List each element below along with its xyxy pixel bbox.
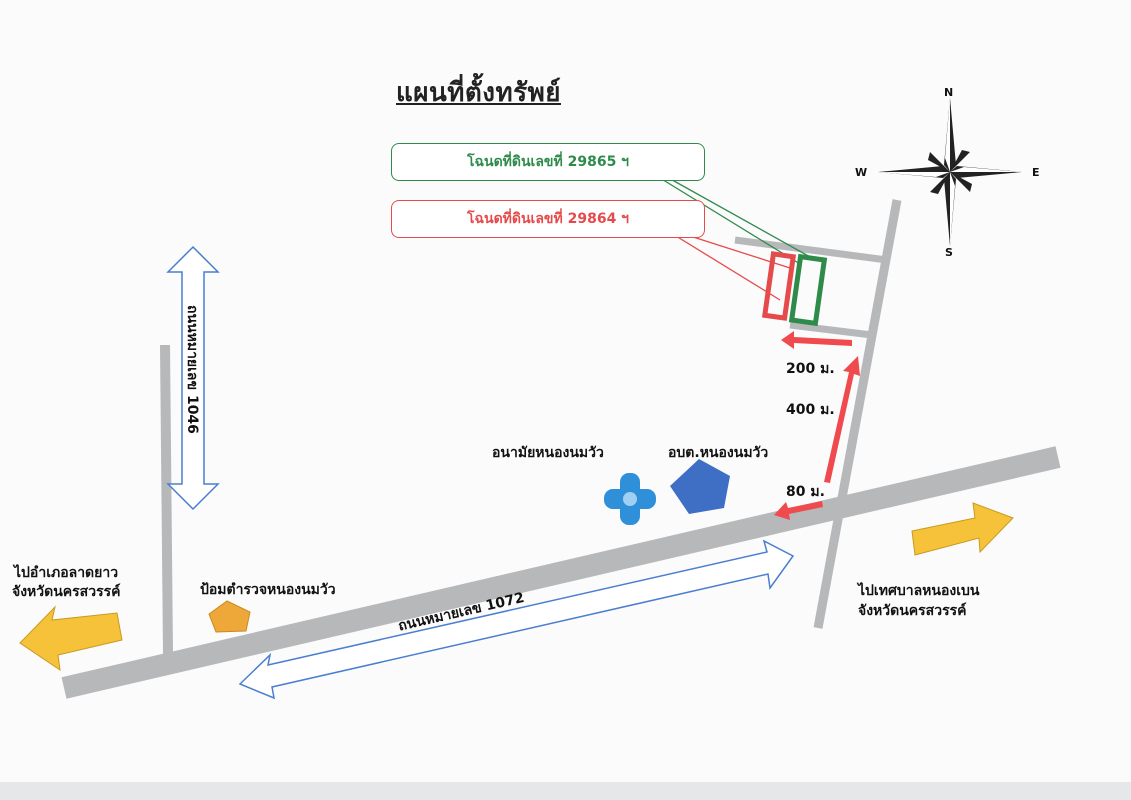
plot-29865 xyxy=(788,253,828,327)
left-destination-line2: จังหวัดนครสวรรค์ xyxy=(12,584,121,600)
tao-office-label: อบต.หนองนมวัว xyxy=(668,445,769,461)
soi-upper-branch xyxy=(734,236,888,264)
compass-north-label: N xyxy=(944,86,954,99)
police-box-label: ป้อมตำรวจหนองนมวัว xyxy=(200,582,336,598)
page-title: แผนที่ตั้งทรัพย์ xyxy=(396,78,561,108)
road-1046-arrow xyxy=(166,245,220,511)
right-destination-line2: จังหวัดนครสวรรค์ xyxy=(858,603,967,619)
compass-west-label: W xyxy=(855,166,868,179)
left-destination-line1: ไปอำเภอลาดยาว xyxy=(14,565,119,581)
plot-29864 xyxy=(761,251,797,321)
deed-29864-callout: โฉนดที่ดินเลขที่ 29864 ฯ xyxy=(391,200,705,238)
health-station-icon xyxy=(604,473,656,525)
road-1072 xyxy=(61,446,1061,699)
right-direction-arrow xyxy=(911,502,1014,556)
compass-south-label: S xyxy=(945,246,953,259)
scan-edge xyxy=(0,782,1131,800)
route-arrow-80m xyxy=(774,501,823,520)
health-station-label: อนามัยหนองนมวัว xyxy=(492,445,604,461)
tao-office-icon xyxy=(670,459,730,514)
road-1046 xyxy=(160,344,173,656)
distance-200m-label: 200 ม. xyxy=(786,361,835,377)
police-box-icon xyxy=(208,600,251,633)
distance-80m-label: 80 ม. xyxy=(786,484,825,500)
distance-400m-label: 400 ม. xyxy=(786,402,835,418)
compass-east-label: E xyxy=(1032,166,1040,179)
compass-rose xyxy=(878,98,1022,246)
road-1072-arrow xyxy=(238,539,795,700)
deed-29865-callout: โฉนดที่ดินเลขที่ 29865 ฯ xyxy=(391,143,705,181)
road-1046-label: ถนนหมายเลข 1046 xyxy=(184,305,200,434)
route-arrow-200m xyxy=(781,331,852,349)
right-destination-line1: ไปเทศบาลหนองเบน xyxy=(858,583,980,599)
deed-29865-leader-2 xyxy=(659,177,801,265)
route-arrow-400m xyxy=(824,356,860,483)
soi-lower-branch xyxy=(789,321,873,339)
left-direction-arrow xyxy=(19,605,123,672)
soi-road xyxy=(813,199,902,629)
